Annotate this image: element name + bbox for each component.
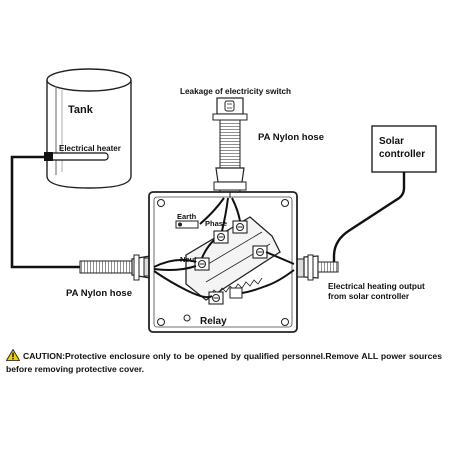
corner-screws [157, 199, 289, 326]
solar-label-2: controller [379, 149, 425, 160]
internal-wires [153, 197, 295, 299]
output-label-2: from solar controller [328, 291, 410, 301]
earth-label: Earth [177, 212, 197, 221]
relay-label: Relay [200, 316, 227, 327]
heater-label: Electrical heater [59, 144, 121, 153]
left-hose: PA Nylon hose [66, 254, 155, 299]
solar-cable [318, 172, 406, 269]
caution-notice: CAUTION:Protective enclosure only to be … [6, 349, 442, 375]
terminal-block [185, 216, 281, 305]
electrical-heater: Electrical heater [44, 144, 121, 161]
solar-label-1: Solar [379, 136, 404, 147]
right-gland: Electrical heating output from solar con… [293, 254, 425, 301]
leakage-switch: Leakage of electricity switch [180, 87, 291, 121]
earth-terminal [175, 220, 199, 229]
left-hose-label: PA Nylon hose [66, 288, 132, 299]
switch-label: Leakage of electricity switch [180, 87, 291, 96]
phase-label: Phase [205, 219, 227, 228]
warning-triangle-icon [6, 349, 20, 361]
heater-cable [10, 155, 82, 269]
neutral-label: Neut [180, 255, 197, 264]
output-label-1: Electrical heating output [328, 281, 425, 291]
tank: Tank [46, 68, 132, 189]
junction-box: Earth Phase Neut Relay [148, 191, 298, 333]
terminal-screws [194, 220, 268, 305]
top-hose: PA Nylon hose [213, 119, 324, 199]
top-hose-label: PA Nylon hose [258, 132, 324, 143]
caution-text: CAUTION:Protective enclosure only to be … [6, 351, 442, 374]
solar-controller: Solar controller [371, 125, 437, 173]
tank-label: Tank [68, 104, 94, 116]
